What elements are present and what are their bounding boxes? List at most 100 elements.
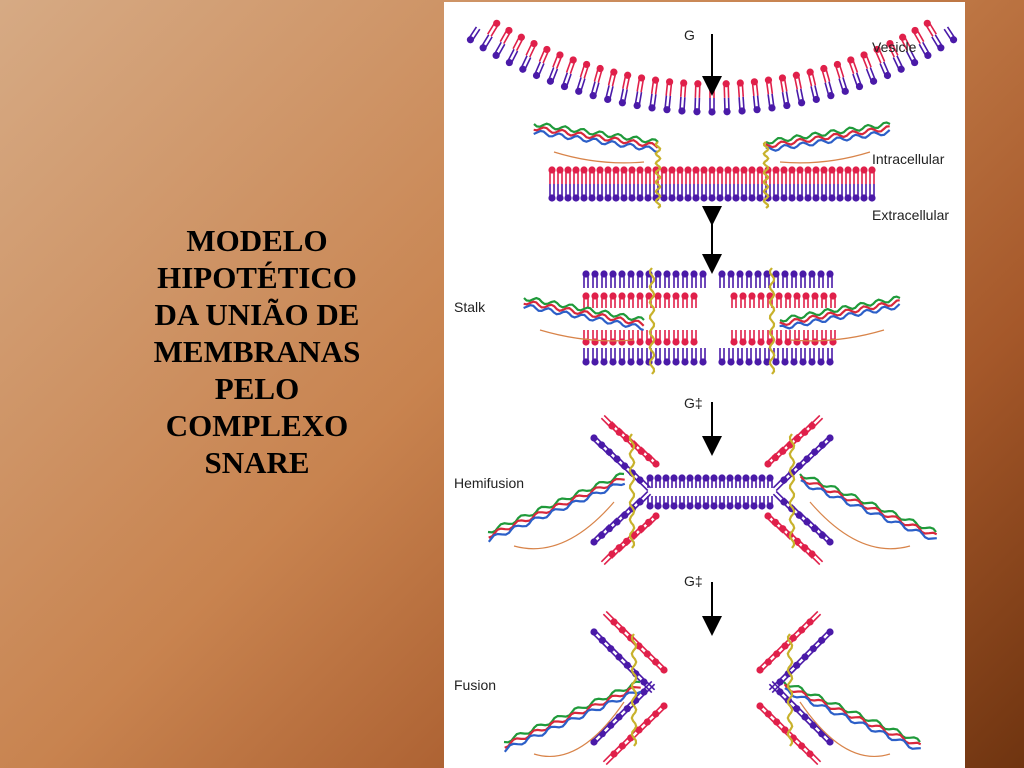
lipid-molecule (716, 184, 724, 202)
lipid-molecule (602, 750, 618, 766)
lipid-molecule (602, 610, 618, 626)
lipid-molecule (828, 166, 836, 184)
lipid-molecule (622, 71, 632, 90)
lipid-molecule (754, 348, 762, 366)
lipid-molecule (686, 496, 694, 510)
lipid-molecule (905, 48, 919, 67)
lipid-molecule (596, 166, 604, 184)
title-line-7: SNARE (204, 445, 310, 480)
lipid-molecule (817, 348, 825, 366)
snare-linker (779, 151, 871, 164)
lipid-molecule (775, 330, 783, 346)
lipid-molecule (833, 60, 845, 79)
lipid-molecule (663, 330, 671, 346)
lipid-molecule (844, 184, 852, 202)
lipid-molecule (860, 51, 872, 69)
lipid-molecule (564, 166, 572, 184)
snare-linker (553, 151, 645, 164)
snare-helix (783, 681, 921, 743)
label-vesicle: Vesicle (872, 39, 917, 55)
title-line-5: PELO (214, 371, 300, 406)
lipid-molecule (772, 184, 780, 202)
lipid-molecule (676, 184, 684, 202)
snare-helix (628, 433, 636, 549)
lipid-molecule (829, 330, 837, 346)
label-stalk: Stalk (454, 299, 486, 315)
lipid-molecule (600, 348, 608, 366)
energy-label-g: G (684, 27, 695, 43)
snare-helix (523, 300, 645, 327)
lipid-molecule (693, 97, 701, 116)
snare-linker (799, 701, 891, 758)
title-line-3: DA UNIÃO DE (154, 297, 360, 332)
lipid-molecule (799, 348, 807, 366)
lipid-molecule (662, 474, 670, 488)
lipid-molecule (556, 166, 564, 184)
lipid-molecule (604, 184, 612, 202)
lipid-molecule (793, 292, 801, 308)
label-hemifusion: Hemifusion (454, 475, 524, 491)
snare-helix (783, 683, 922, 746)
lipid-molecule (817, 270, 825, 288)
lipid-molecule (636, 348, 644, 366)
lipid-molecule (532, 61, 545, 80)
snare-helix (503, 680, 641, 744)
lipid-molecule (911, 26, 925, 45)
lipid-molecule (788, 166, 796, 184)
lipid-molecule (644, 184, 652, 202)
lipid-molecule (668, 166, 676, 184)
lipid-molecule (681, 292, 689, 308)
lipid-molecule (609, 292, 617, 308)
snare-helix (504, 685, 641, 749)
lipid-molecule (672, 292, 680, 308)
lipid-molecule (665, 78, 674, 97)
lipid-molecule (724, 184, 732, 202)
lipid-molecule (860, 184, 868, 202)
lipid-molecule (609, 330, 617, 346)
lipid-molecule (648, 93, 657, 112)
lipid-molecule (820, 292, 828, 308)
lipid-molecule (732, 166, 740, 184)
lipid-molecule (700, 184, 708, 202)
snare-linker (533, 701, 625, 758)
snare-helix (768, 267, 776, 375)
title-line-1: MODELO (186, 223, 328, 258)
lipid-molecule (702, 496, 710, 510)
lipid-molecule (708, 166, 716, 184)
lipid-molecule (868, 184, 876, 202)
lipid-molecule (654, 330, 662, 346)
lipid-molecule (826, 270, 834, 288)
lipid-molecule (772, 476, 788, 492)
lipid-molecule (790, 348, 798, 366)
lipid-molecule (548, 166, 556, 184)
lipid-molecule (487, 19, 501, 37)
lipid-molecule (710, 496, 718, 510)
snare-complexes (487, 121, 938, 758)
snare-fusion-figure: G G‡ G‡ Vesicle Intracellular Extracellu… (444, 2, 965, 768)
lipid-molecule (660, 166, 668, 184)
lipid-molecule (679, 79, 688, 98)
lipid-molecule (808, 414, 824, 430)
lipid-molecule (686, 474, 694, 488)
lipid-molecule (710, 474, 718, 488)
lipid-molecule (652, 166, 660, 184)
lipid-molecule (636, 184, 644, 202)
lipid-molecule (690, 330, 698, 346)
lipid-molecule (670, 474, 678, 488)
lipid-molecule (708, 184, 716, 202)
lipid-molecule (672, 348, 680, 366)
lipid-molecule (678, 474, 686, 488)
lipid-molecule (796, 184, 804, 202)
lipid-molecule (726, 496, 734, 510)
lipid-molecule (802, 292, 810, 308)
lipid-molecule (654, 496, 662, 510)
snare-helix (533, 126, 659, 149)
lipid-molecule (699, 270, 707, 288)
lipid-molecule (636, 292, 644, 308)
lipid-molecule (811, 292, 819, 308)
lipid-molecule (650, 76, 660, 95)
lipid-molecule (640, 680, 656, 696)
lipid-molecule (781, 270, 789, 288)
lipid-molecule (799, 270, 807, 288)
lipid-molecule (790, 270, 798, 288)
